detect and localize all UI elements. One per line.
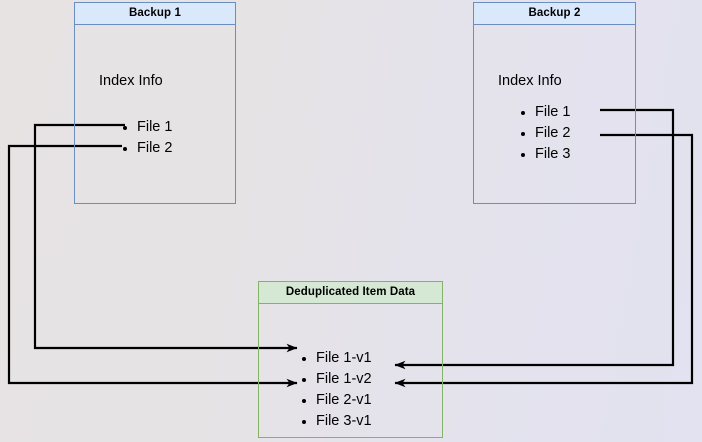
backup-1-body: Index Info File 1 File 2 [75, 25, 235, 203]
connector-backup2-file1-to-file1v2 [394, 108, 675, 370]
deduplicated-item-data-box: Deduplicated Item Data File 1-v1 File 1-… [258, 281, 443, 438]
deduplicated-file-list: File 1-v1 File 1-v2 File 2-v1 File 3-v1 [299, 348, 372, 432]
list-item: File 3 [518, 144, 570, 165]
backup-1-box: Backup 1 Index Info File 1 File 2 [74, 2, 236, 204]
deduplicated-item-data-title: Deduplicated Item Data [259, 282, 442, 304]
backup-2-title: Backup 2 [474, 3, 635, 25]
deduplicated-item-data-body: File 1-v1 File 1-v2 File 2-v1 File 3-v1 [259, 304, 442, 437]
list-item: File 1-v1 [299, 348, 372, 369]
connector-backup1-file2-to-file2v1 [7, 144, 298, 388]
backup-2-box: Backup 2 Index Info File 1 File 2 File 3 [473, 2, 636, 204]
list-item: File 1 [120, 117, 172, 138]
backup-2-body: Index Info File 1 File 2 File 3 [474, 25, 635, 203]
list-item: File 3-v1 [299, 411, 372, 432]
list-item: File 1 [518, 102, 570, 123]
backup-1-file-list: File 1 File 2 [120, 117, 172, 159]
connector-backup1-file1-to-file1v1 [33, 123, 298, 353]
list-item: File 2 [518, 123, 570, 144]
backup-2-index-info-label: Index Info [498, 73, 562, 89]
backup-1-index-info-label: Index Info [99, 73, 163, 89]
list-item: File 1-v2 [299, 369, 372, 390]
list-item: File 2-v1 [299, 390, 372, 411]
list-item: File 2 [120, 138, 172, 159]
backup-2-file-list: File 1 File 2 File 3 [518, 102, 570, 165]
backup-1-title: Backup 1 [75, 3, 235, 25]
connector-backup2-file2-to-file2v1 [394, 133, 694, 388]
